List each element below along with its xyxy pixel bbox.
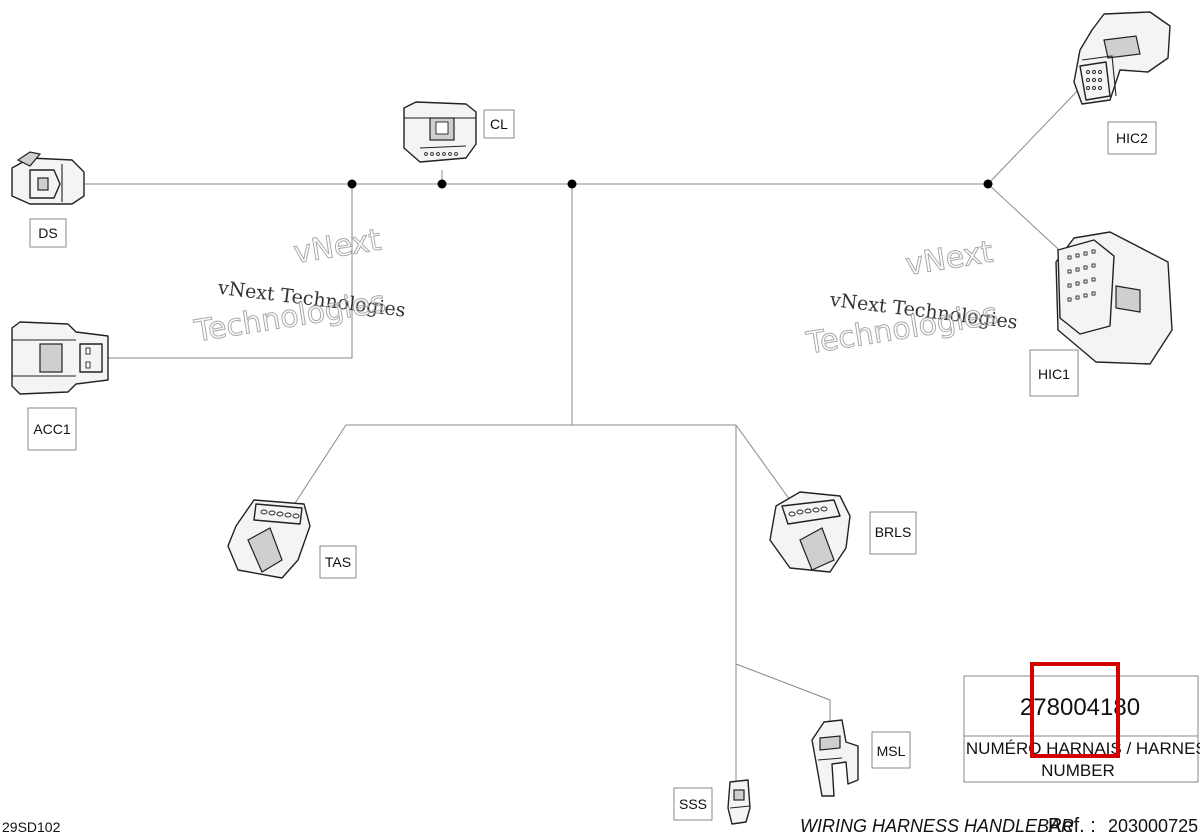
connector-hic1-label-box [1029, 349, 1079, 397]
cl-pins [424, 152, 458, 156]
connector-hic1[interactable]: HIC1 [1029, 231, 1173, 397]
connector-acc1[interactable]: ACC1 [11, 321, 109, 451]
junction-node [983, 179, 993, 189]
connector-msl-label-box [871, 731, 911, 769]
connector-hic2[interactable]: HIC2 [1073, 11, 1171, 155]
connector-sss[interactable]: SSS [673, 779, 751, 825]
harness-wires [80, 85, 1083, 785]
junction-node [437, 179, 447, 189]
watermark-right: vNext vNext Technologies Technologies [803, 234, 1019, 362]
brls-pins [788, 506, 828, 517]
tas-pins [260, 509, 300, 519]
connector-brls-label: BRLS [875, 524, 912, 540]
junction-node [347, 179, 357, 189]
connector-sss-label: SSS [679, 796, 707, 812]
junction-nodes [347, 179, 993, 189]
connector-cl-label: CL [490, 116, 508, 132]
part-number-box: 278004180 NUMÉRO HARNAIS / HARNESS NUMBE… [963, 662, 1200, 783]
watermark-left: vNext vNext Technologies Technologies [191, 222, 407, 350]
harness-number-label-line2: NUMBER [1041, 761, 1115, 780]
connector-msl[interactable]: MSL [811, 719, 911, 797]
watermark-text: vNext [903, 235, 995, 283]
connector-cl[interactable]: CL [403, 101, 515, 163]
connector-tas-label: TAS [325, 554, 351, 570]
connector-sss-label-box [673, 787, 713, 821]
connector-ds[interactable]: DS [11, 151, 85, 248]
hic1-pins [1067, 249, 1096, 302]
connector-brls[interactable]: BRLS [769, 491, 917, 573]
connector-brls-label-box [869, 511, 917, 555]
connector-cl-label-box [483, 109, 515, 139]
ref-value: 203000725 [1108, 816, 1198, 835]
connector-tas-label-box [319, 545, 357, 579]
junction-node [567, 179, 577, 189]
connector-acc1-label: ACC1 [33, 421, 71, 437]
connector-hic1-label: HIC1 [1038, 366, 1070, 382]
part-number-highlight [1030, 662, 1120, 758]
connector-msl-label: MSL [877, 743, 906, 759]
watermark-text: vNext [291, 223, 383, 271]
ref-label: Ref. : [1048, 815, 1096, 835]
connector-hic2-label: HIC2 [1116, 130, 1148, 146]
connector-acc1-label-box [27, 407, 77, 451]
drawing-title: WIRING HARNESS HANDLEBAR [800, 816, 1074, 835]
connector-tas[interactable]: TAS [227, 499, 357, 579]
connector-ds-label-box [29, 218, 67, 248]
harness-part-number: 278004180 [1020, 694, 1140, 721]
hic2-pins [1086, 70, 1102, 90]
connector-hic2-label-box [1107, 121, 1157, 155]
drawing-code: 29SD102 [2, 819, 61, 835]
footer: 29SD102 WIRING HARNESS HANDLEBAR Ref. : … [2, 815, 1198, 835]
harness-number-label-line1: NUMÉRO HARNAIS / HARNESS [966, 739, 1200, 758]
connector-ds-label: DS [38, 225, 57, 241]
